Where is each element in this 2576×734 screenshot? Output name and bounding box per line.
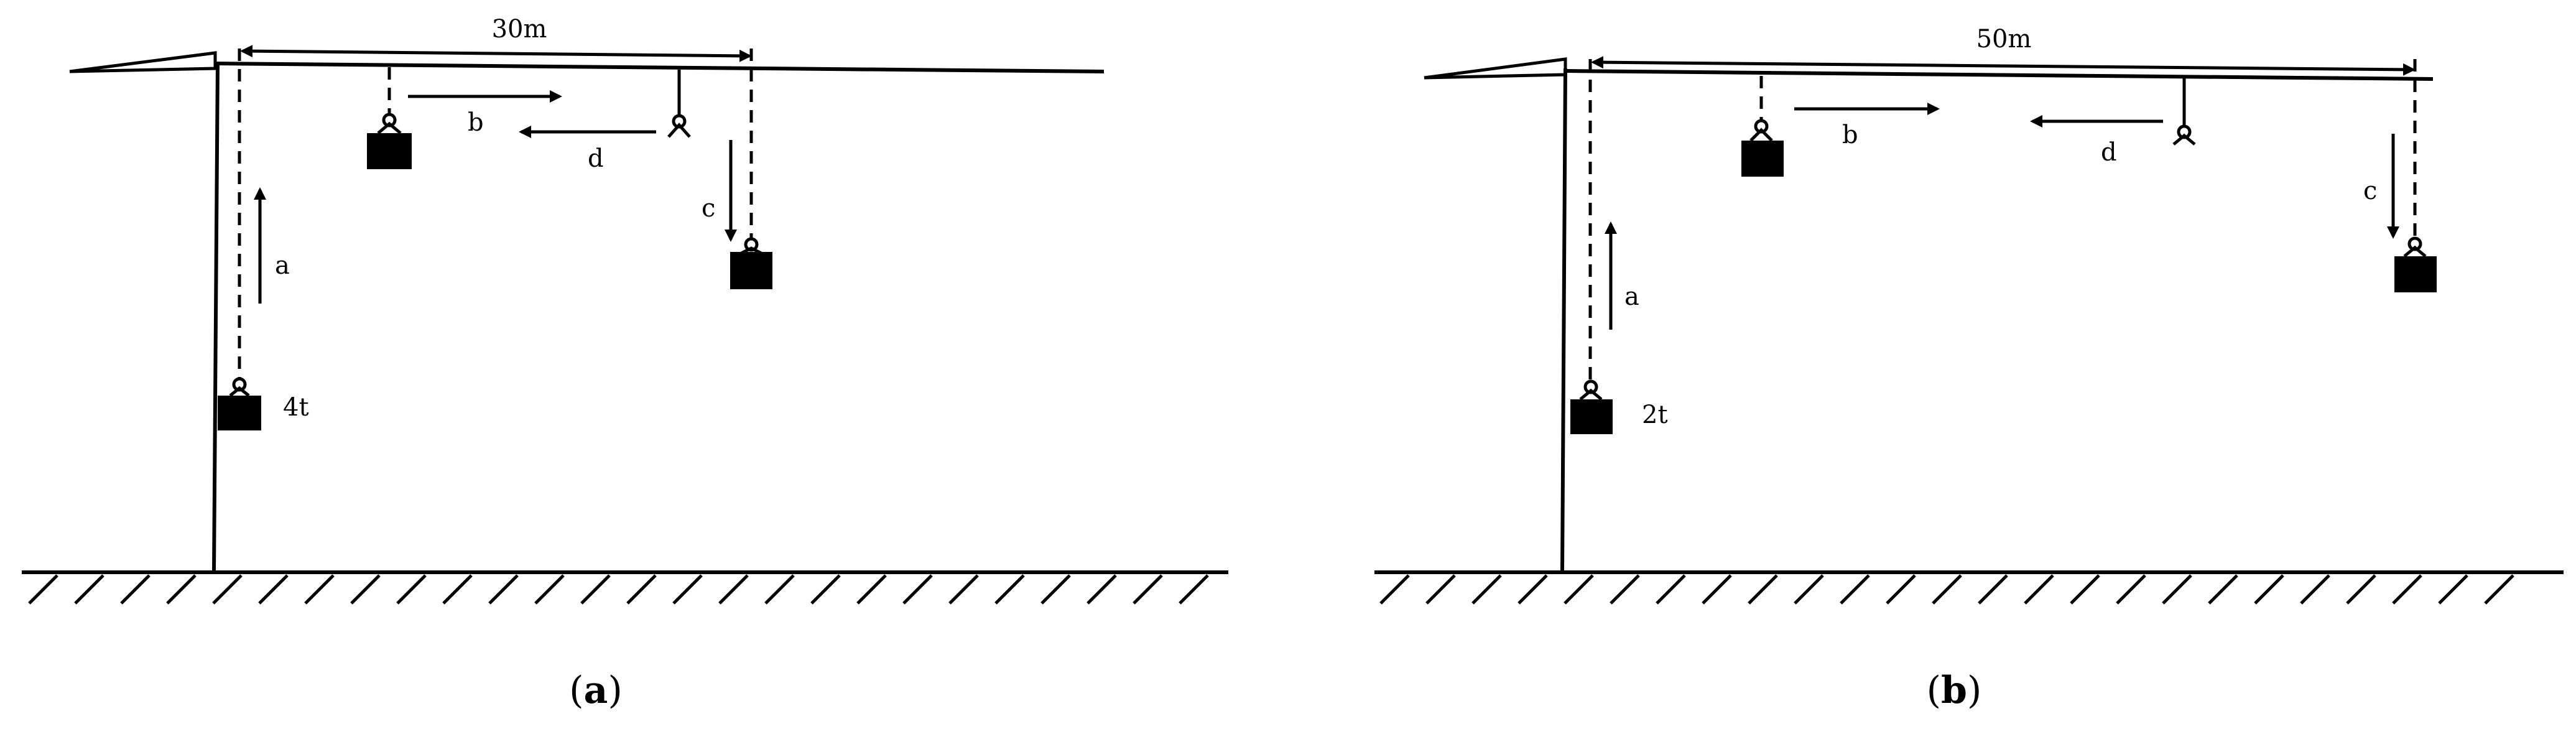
motion-label-d: d — [588, 144, 604, 173]
span-dimension-arrow — [240, 45, 752, 62]
motion-label-c: c — [702, 194, 715, 223]
crane-jib — [1565, 69, 2434, 81]
caption-b: (b) — [1927, 669, 1982, 712]
counter-jib — [69, 51, 217, 73]
load-weight-label: 2t — [1642, 401, 1668, 429]
counter-jib — [1424, 57, 1567, 80]
motion-label-b: b — [468, 108, 484, 137]
panel-b: 50m 2t a b — [1374, 25, 2564, 712]
motion-label-a: a — [275, 251, 290, 280]
motion-label-d: d — [2101, 138, 2117, 167]
motion-label-b: b — [1842, 121, 1858, 149]
span-dimension-arrow — [1591, 56, 2416, 76]
ground-hatching — [1379, 574, 2514, 605]
load-delivered — [2394, 236, 2437, 292]
load-start — [1570, 379, 1613, 434]
load-weight-label: 4t — [283, 393, 309, 422]
span-label: 30m — [492, 15, 547, 44]
crane-tower — [1560, 68, 1567, 573]
motion-label-a: a — [1624, 282, 1639, 311]
caption-a: (a) — [569, 669, 623, 712]
span-label: 50m — [1976, 25, 2032, 53]
panel-a: 30m 4t a b — [22, 15, 1228, 712]
load-delivered — [730, 237, 772, 289]
crane-jib — [215, 62, 1105, 73]
motion-label-c: c — [2363, 177, 2377, 205]
hook-empty — [2172, 124, 2196, 146]
load-lifted — [367, 113, 412, 169]
hook-empty — [667, 114, 691, 138]
crane-tower — [212, 62, 220, 573]
ground-hatching — [28, 574, 1209, 605]
load-lifted — [1741, 119, 1784, 177]
load-start — [218, 377, 261, 430]
